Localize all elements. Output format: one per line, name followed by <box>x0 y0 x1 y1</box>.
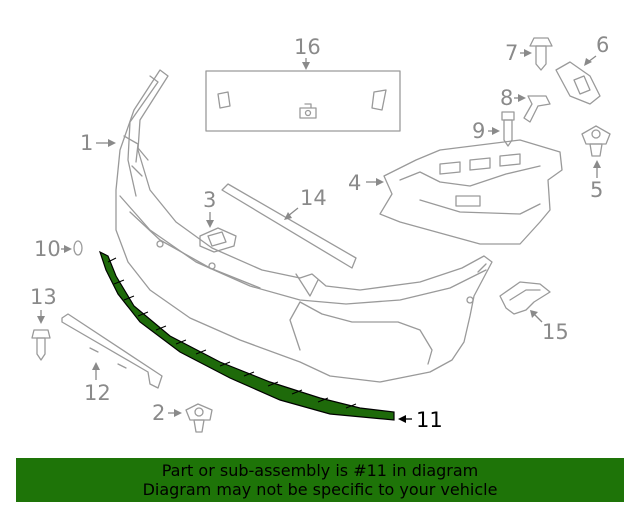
part-5-nut <box>581 125 611 157</box>
callout-16[interactable]: 16 <box>294 35 321 59</box>
callout-3[interactable]: 3 <box>203 188 216 212</box>
callout-2[interactable]: 2 <box>152 401 165 425</box>
part-4-reinforcement <box>379 139 563 245</box>
part-12-bar <box>61 313 163 389</box>
callout-1[interactable]: 1 <box>80 131 93 155</box>
callout-4[interactable]: 4 <box>348 171 361 195</box>
callout-12[interactable]: 12 <box>84 381 111 405</box>
part-7-bolt <box>529 37 553 71</box>
callout-6[interactable]: 6 <box>596 33 609 57</box>
callout-9[interactable]: 9 <box>472 119 485 143</box>
part-2-nut <box>185 403 213 433</box>
part-10-plug <box>73 240 83 256</box>
part-3-bracket <box>199 227 237 253</box>
part-1-bumper-cover <box>115 69 493 383</box>
info-banner: Part or sub-assembly is #11 in diagram D… <box>16 458 624 502</box>
banner-line-1: Part or sub-assembly is #11 in diagram <box>161 461 479 480</box>
callout-11[interactable]: 11 <box>416 408 443 432</box>
callout-5[interactable]: 5 <box>590 178 603 202</box>
part-14-strip <box>221 183 357 269</box>
part-6-clip <box>555 61 601 105</box>
callout-14[interactable]: 14 <box>300 186 327 210</box>
part-15-cover <box>499 281 551 315</box>
callout-13[interactable]: 13 <box>30 285 57 309</box>
callout-10[interactable]: 10 <box>34 237 61 261</box>
part-16-label-panel <box>205 70 401 132</box>
part-8-clip <box>523 95 551 123</box>
part-9-screw <box>501 111 515 147</box>
banner-line-2: Diagram may not be specific to your vehi… <box>142 480 498 499</box>
part-11-lower-trim <box>98 250 395 421</box>
callout-7[interactable]: 7 <box>505 41 518 65</box>
part-13-bolt <box>31 329 51 361</box>
callout-15[interactable]: 15 <box>542 320 569 344</box>
callout-8[interactable]: 8 <box>500 86 513 110</box>
